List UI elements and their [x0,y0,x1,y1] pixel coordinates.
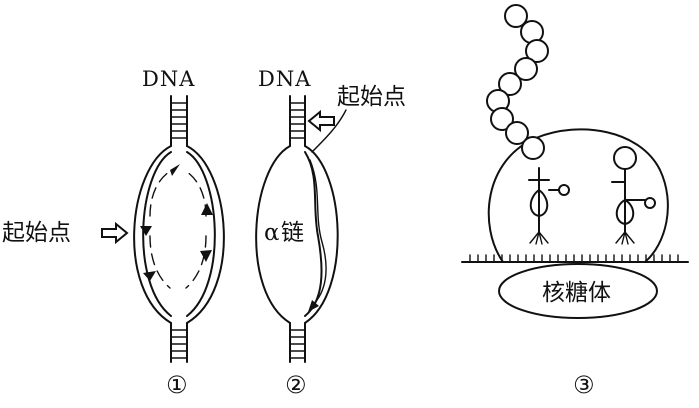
panel-2-bottom-ladder [290,323,305,362]
arrow-down-right-icon [200,250,212,262]
panel-1-bubble-strands [134,146,224,323]
panel-2-replication-bubble: DNA [256,67,406,399]
arrow-up-icon [143,271,156,281]
panel-1-origin-label: 起始点 [2,220,71,246]
panel-2-strand-label: 链 [281,220,304,246]
panel-3-translation: 核糖体 [462,5,688,399]
panel-2-origin-label: 起始点 [337,84,406,110]
ribosome-large-subunit [489,129,668,262]
panel-2-dna-label: DNA [258,67,311,91]
trna-right [612,147,655,244]
amino-acid [614,147,636,169]
panel-2-alpha-symbol: α [264,220,280,246]
mrna-strand [462,255,688,262]
trna-left [529,168,569,244]
panel-1-number: ① [166,371,188,399]
hollow-arrow-icon [102,224,127,242]
arrow-up-small-icon [140,226,152,236]
panel-2-top-ladder [290,96,305,146]
ribosome-label: 核糖体 [542,280,611,306]
panel-2-number: ② [285,371,307,399]
panel-3-number: ③ [573,371,595,399]
panel-1-top-ladder [171,96,187,146]
hollow-arrow-left-icon [309,112,334,130]
panel-1-bottom-ladder [171,323,187,362]
panel-1-replication-bubble: DNA [2,67,224,399]
arrow-down-icon [201,203,213,215]
arrow-up-left-icon [170,164,180,176]
panel-1-dna-label: DNA [142,67,195,91]
